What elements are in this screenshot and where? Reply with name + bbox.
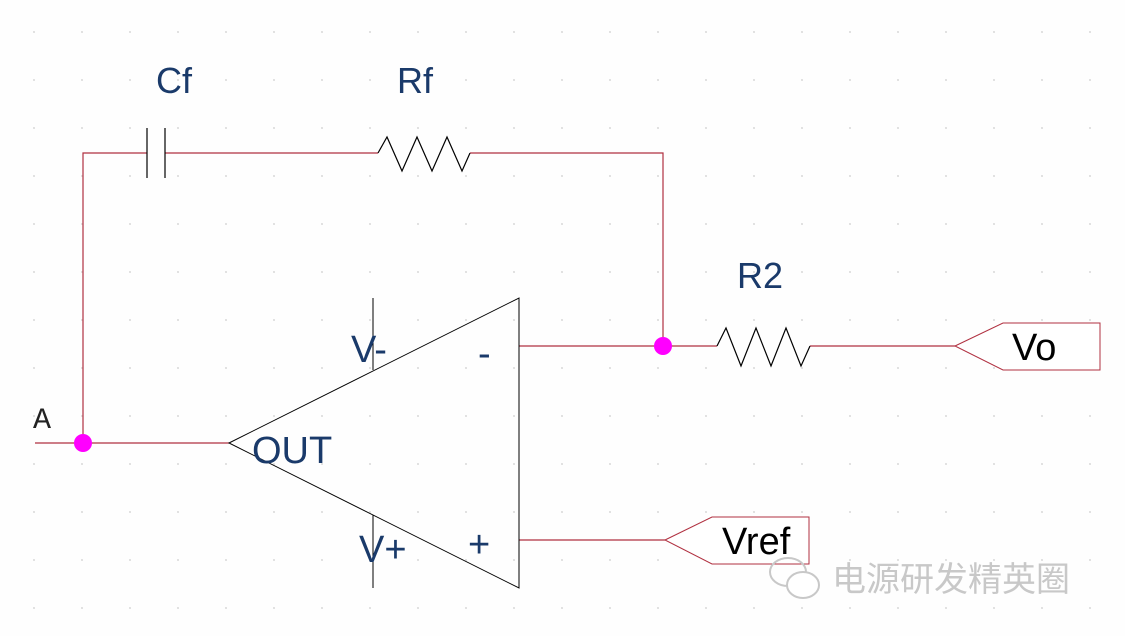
wire-rf-to-node: [470, 152, 664, 346]
r2-label: R2: [737, 255, 783, 296]
opamp-vminus-label: V-: [351, 329, 387, 371]
junction-node-a: [74, 434, 92, 452]
rf-label: Rf: [397, 60, 434, 101]
wechat-icon: [769, 557, 820, 599]
resistor-r2[interactable]: [716, 326, 811, 368]
opamp-inverting-label: -: [478, 333, 491, 375]
junction-inverting: [654, 337, 672, 355]
node-a-label: A: [33, 404, 51, 438]
opamp-vplus-label: V+: [359, 529, 407, 571]
opamp-noninverting-label: +: [468, 524, 490, 566]
resistor-rf[interactable]: [377, 135, 471, 173]
cf-label: Cf: [156, 60, 193, 101]
port-vo-label: Vo: [1012, 327, 1056, 369]
opamp[interactable]: [227, 297, 520, 589]
opamp-out-label: OUT: [252, 430, 332, 472]
port-vo[interactable]: [953, 322, 1101, 371]
wire-feedback-left: [82, 152, 147, 443]
watermark-text: 电源研发精英圈: [832, 560, 1070, 600]
capacitor-cf[interactable]: [146, 128, 166, 178]
port-vref[interactable]: [663, 516, 810, 565]
port-vref-label: Vref: [722, 521, 791, 563]
